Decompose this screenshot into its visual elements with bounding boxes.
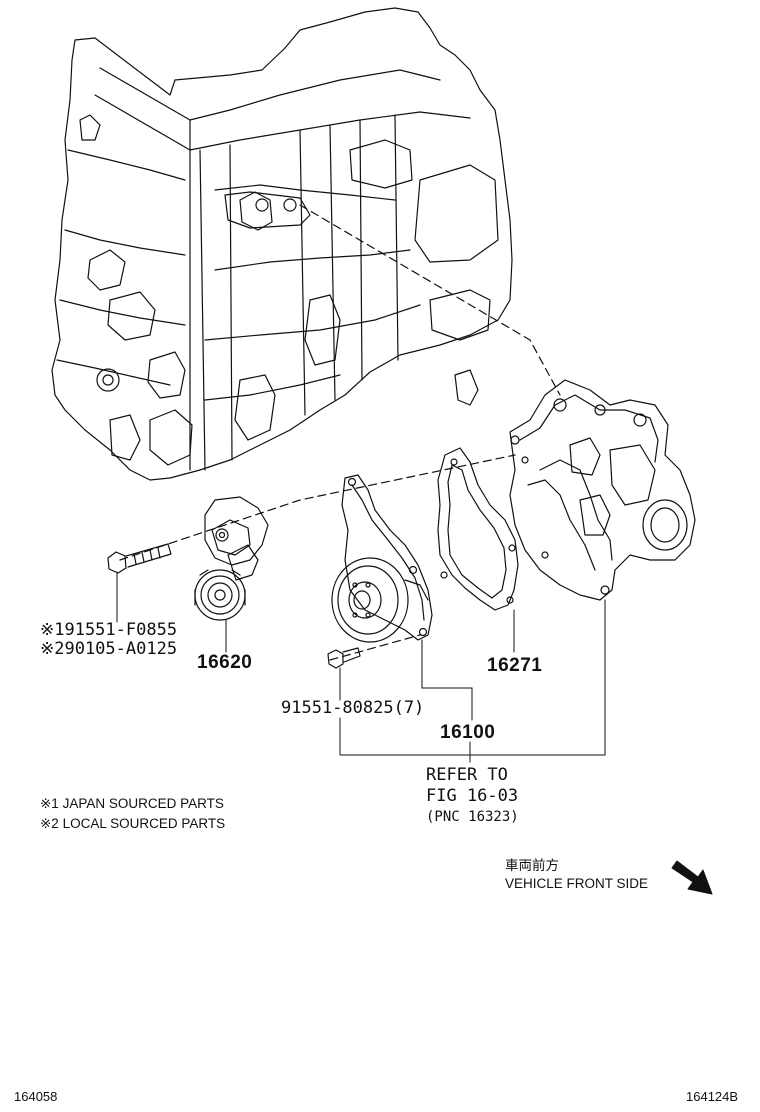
tensioner-part-number: 16620	[197, 652, 253, 673]
code-right: 164124B	[686, 1089, 739, 1104]
tensioner-bolt-part-2: ※290105-A0125	[40, 639, 178, 659]
refer-line-1: REFER TO	[426, 765, 508, 785]
refer-line-3: (PNC 16323)	[426, 809, 519, 825]
gasket-part-number: 16271	[487, 655, 543, 676]
note-japan-sourced: ※1 JAPAN SOURCED PARTS	[40, 796, 224, 811]
note-local-sourced: ※2 LOCAL SOURCED PARTS	[40, 816, 226, 831]
leader-lines	[116, 571, 606, 763]
direction-english: VEHICLE FRONT SIDE	[505, 876, 649, 891]
water-pump-bolt-part-number: 91551-80825(7)	[281, 698, 425, 718]
engine-block-drawing	[51, 7, 513, 481]
assembly-lines	[119, 204, 561, 661]
direction-japanese: 車両前方	[505, 858, 559, 873]
gasket-drawing	[437, 447, 519, 611]
water-pump-bolt-drawing	[327, 647, 361, 669]
tensioner-bolt-drawing	[107, 543, 172, 574]
front-arrow-icon	[671, 860, 713, 895]
housing-drawing	[509, 379, 696, 601]
refer-line-2: FIG 16-03	[426, 786, 519, 806]
tensioner-bolt-part-1: ※191551-F0855	[40, 620, 178, 640]
tensioner-drawing	[194, 496, 269, 621]
water-pump-part-number: 16100	[440, 722, 496, 743]
code-left: 164058	[14, 1089, 58, 1104]
water-pump-drawing	[331, 474, 433, 643]
